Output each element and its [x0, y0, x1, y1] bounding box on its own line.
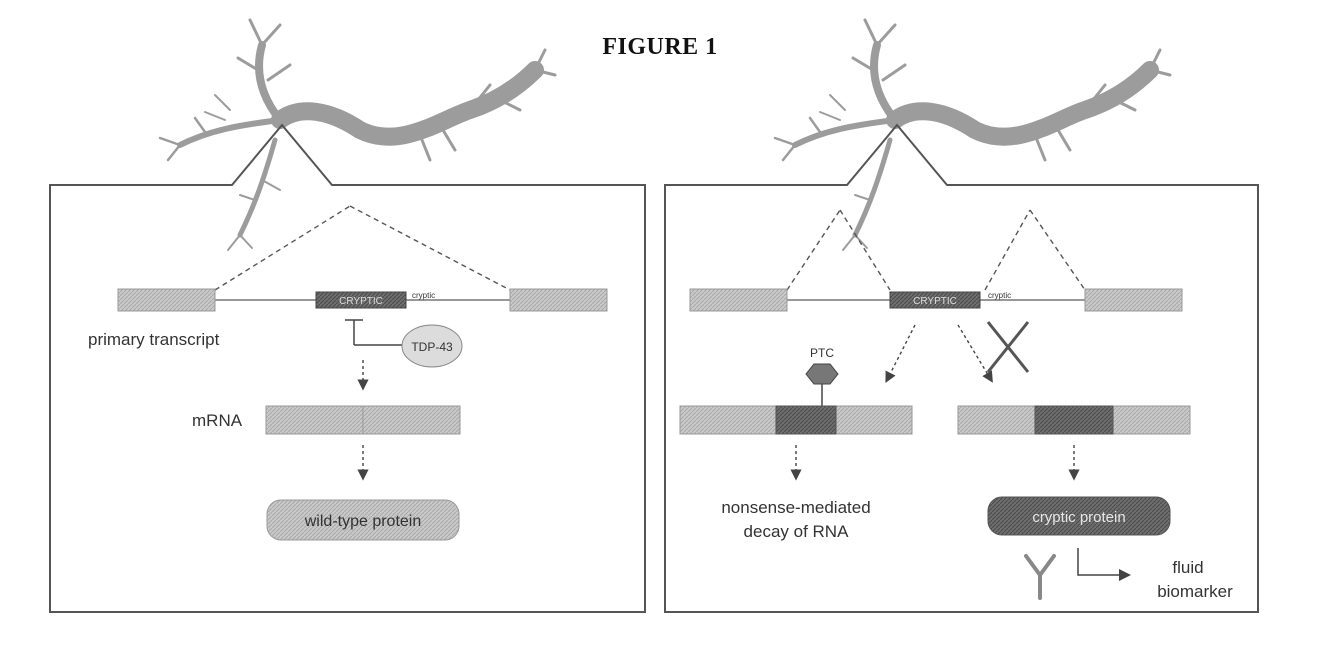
ptc-stop-icon: [806, 364, 838, 384]
wild-type-protein-label: wild-type protein: [304, 513, 422, 530]
neuron-right: [775, 20, 1170, 250]
biomarker-arrow: [1078, 548, 1125, 575]
mrna-exon-1: [266, 406, 363, 434]
exon-left-1: [118, 289, 215, 311]
primary-transcript-label: primary transcript: [88, 330, 220, 349]
right-panel: CRYPTIC cryptic PTC nonsense-mediated de…: [665, 20, 1258, 612]
nmd-mrna-cryptic-segment: [776, 406, 836, 434]
small-exon-label-right: cryptic: [988, 291, 1011, 300]
mrna-exon-2: [363, 406, 460, 434]
fluid-label-line2: biomarker: [1157, 582, 1233, 601]
tdp43-label: TDP-43: [411, 340, 453, 354]
exon-right-1: [690, 289, 787, 311]
antibody-icon: [1026, 556, 1054, 598]
left-panel: CRYPTIC cryptic primary transcript TDP-4…: [50, 20, 645, 612]
arrow-right-nmd: [888, 325, 915, 378]
nmd-label-line2: decay of RNA: [744, 522, 850, 541]
arrow-right-cryptic: [958, 325, 990, 378]
small-exon-label-left: cryptic: [412, 291, 435, 300]
cryptic-exon-label-left: CRYPTIC: [339, 296, 383, 307]
exon-left-2: [510, 289, 607, 311]
fluid-label-line1: fluid: [1172, 558, 1203, 577]
ptc-label: PTC: [810, 346, 834, 360]
cryptic-mrna-segment: [1035, 406, 1113, 434]
neuron-left: [160, 20, 555, 250]
blocked-x-mark: [988, 322, 1028, 372]
mrna-label: mRNA: [192, 411, 243, 430]
exon-right-2: [1085, 289, 1182, 311]
tdp43-inhibition: [345, 320, 405, 345]
cryptic-exon-label-right: CRYPTIC: [913, 296, 957, 307]
cryptic-protein-label: cryptic protein: [1032, 509, 1125, 526]
splice-lines-right: [787, 210, 1085, 290]
nmd-label-line1: nonsense-mediated: [721, 498, 870, 517]
splice-lines-left: [215, 206, 510, 290]
